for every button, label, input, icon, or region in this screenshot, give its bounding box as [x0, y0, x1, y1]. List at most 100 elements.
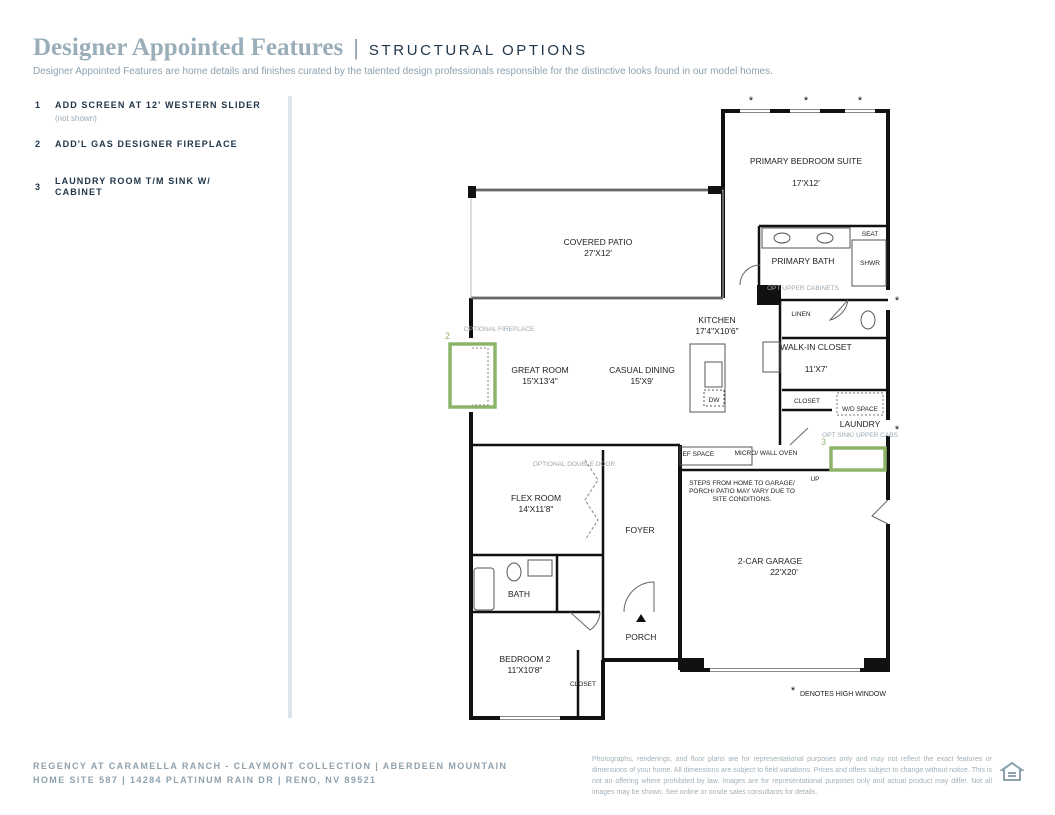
- column: [864, 658, 888, 670]
- closet2-label: CLOSET: [570, 681, 596, 688]
- garage-size: 22'X20': [770, 567, 798, 577]
- feature-number: 1: [35, 100, 41, 110]
- wd-space-label: W/D SPACE: [842, 406, 879, 413]
- optional-double-door-label: OPTIONAL DOUBLE DOOR: [533, 461, 616, 468]
- room-labels: PRIMARY BEDROOM SUITE 17'X12' COVERED PA…: [499, 156, 880, 675]
- kitchen-size: 17'4"X10'6": [695, 326, 738, 336]
- column: [757, 285, 781, 305]
- patio-post: [468, 186, 476, 198]
- dw-label: DW: [709, 397, 721, 404]
- feature-label: LAUNDRY ROOM T/M SINK W/ CABINET: [55, 176, 211, 197]
- sink: [773, 232, 791, 244]
- shower: [851, 239, 887, 287]
- kitchen-label: KITCHEN: [698, 315, 735, 325]
- casual-dining-size: 15'X9': [630, 376, 653, 386]
- feature-number: 3: [35, 182, 41, 192]
- optional-fireplace-outline: [472, 347, 489, 406]
- primary-bedroom-label: PRIMARY BEDROOM SUITE: [750, 156, 862, 166]
- cooktop: [762, 341, 781, 373]
- shower-label: SHWR: [860, 260, 880, 267]
- entry-arrow-icon: [636, 614, 646, 622]
- bathtub: [473, 567, 495, 611]
- walk-in-closet-label: WALK-IN CLOSET: [780, 342, 851, 352]
- address-line: HOME SITE 587 | 14284 PLATINUM RAIN DR |…: [33, 775, 377, 785]
- section-title: STRUCTURAL OPTIONS: [368, 42, 588, 59]
- page-title: Designer Appointed Features: [33, 34, 344, 61]
- small-labels: SEAT SHWR LINEN DW CLOSET W/D SPACE MICR…: [570, 231, 880, 688]
- steps-note: STEPS FROM HOME TO GARAGE/ PORCH/ PATIO …: [689, 480, 795, 503]
- laundry-label: LAUNDRY: [840, 419, 881, 429]
- feature-label: ADD SCREEN AT 12' WESTERN SLIDER: [55, 100, 261, 110]
- exterior-walls: [469, 109, 890, 720]
- primary-bath-label: PRIMARY BATH: [772, 256, 835, 266]
- dishwasher: [703, 389, 725, 407]
- toilet: [860, 310, 876, 330]
- great-room-size: 15'X13'4": [522, 376, 558, 386]
- column: [680, 658, 704, 670]
- feature-item: 3 LAUNDRY ROOM T/M SINK W/ CABINET: [33, 176, 283, 198]
- feature-label: ADD'L GAS DESIGNER FIREPLACE: [55, 139, 238, 149]
- asterisk: *: [858, 95, 863, 107]
- title-separator: |: [353, 35, 359, 60]
- page-header: Designer Appointed Features | STRUCTURAL…: [33, 34, 588, 62]
- page-subtitle: Designer Appointed Features are home det…: [33, 66, 773, 77]
- feature-number: 2: [35, 139, 41, 149]
- linen-label: LINEN: [791, 311, 810, 318]
- optional-fireplace-label: OPTIONAL FIREPLACE: [464, 326, 535, 333]
- up-label: UP: [810, 476, 819, 483]
- great-room-label: GREAT ROOM: [511, 365, 568, 375]
- primary-bedroom-size: 17'X12': [792, 178, 820, 188]
- porch-label: PORCH: [626, 632, 657, 642]
- sink: [816, 232, 834, 244]
- community-line: REGENCY AT CARAMELLA RANCH - CLAYMONT CO…: [33, 761, 508, 771]
- vanity: [761, 227, 851, 249]
- bedroom2-size: 11'X10'8": [508, 665, 543, 675]
- callout-box-3: [829, 446, 887, 472]
- doors: [569, 264, 889, 631]
- feature-item: 2 ADD'L GAS DESIGNER FIREPLACE: [33, 139, 283, 150]
- wd-space: [836, 392, 884, 416]
- disclaimer: Photographs, renderings, and floor plans…: [592, 756, 992, 796]
- legend-high-window: DENOTES HIGH WINDOW: [800, 691, 886, 698]
- windows: [500, 109, 875, 720]
- optional-labels: OPT UPPER CABINETS OPTIONAL FIREPLACE OP…: [464, 285, 899, 468]
- bath-vanity: [527, 559, 553, 577]
- vertical-divider: [288, 96, 292, 718]
- equal-housing-icon: [1000, 761, 1024, 781]
- callout-number-3: 3: [821, 437, 826, 447]
- asterisk: *: [804, 95, 809, 107]
- feature-item: 1 ADD SCREEN AT 12' WESTERN SLIDER (not …: [33, 100, 283, 123]
- flex-room-size: 14'X11'8": [519, 504, 554, 514]
- footer-address: REGENCY AT CARAMELLA RANCH - CLAYMONT CO…: [33, 759, 507, 787]
- asterisk: *: [895, 424, 900, 436]
- oven-label: MICRO/ WALL OVEN: [735, 450, 798, 457]
- garage-label: 2-CAR GARAGE: [738, 556, 803, 566]
- high-window-markers: * * * * * *: [749, 95, 900, 697]
- covered-patio-outline: [470, 189, 724, 299]
- asterisk: *: [895, 295, 900, 307]
- opt-upper-cabinets-label: OPT UPPER CABINETS: [767, 285, 839, 292]
- callout-number-2: 2: [445, 331, 450, 341]
- counter: [679, 446, 753, 466]
- casual-dining-label: CASUAL DINING: [609, 365, 675, 375]
- feature-note: (not shown): [55, 114, 97, 123]
- opt-sink-label: OPT SINK/ UPPER CABS: [822, 432, 898, 439]
- feature-list: 1 ADD SCREEN AT 12' WESTERN SLIDER (not …: [33, 100, 283, 212]
- covered-patio-label: COVERED PATIO: [564, 237, 633, 247]
- closet-label: CLOSET: [794, 398, 820, 405]
- toilet: [506, 562, 522, 582]
- asterisk: *: [791, 685, 796, 697]
- optional-double-door: [584, 459, 599, 541]
- seat-label: SEAT: [862, 231, 879, 238]
- covered-patio-size: 27'X12': [584, 248, 612, 258]
- foyer-label: FOYER: [625, 525, 654, 535]
- kitchen-sink: [704, 361, 723, 388]
- patio-post: [708, 186, 722, 194]
- ref-space-label: REF SPACE: [678, 451, 715, 458]
- walk-in-closet-size: 11'X7': [805, 364, 828, 374]
- asterisk: *: [749, 95, 754, 107]
- bedroom2-label: BEDROOM 2: [499, 654, 550, 664]
- kitchen-island: [689, 343, 726, 413]
- bath-label: BATH: [508, 589, 530, 599]
